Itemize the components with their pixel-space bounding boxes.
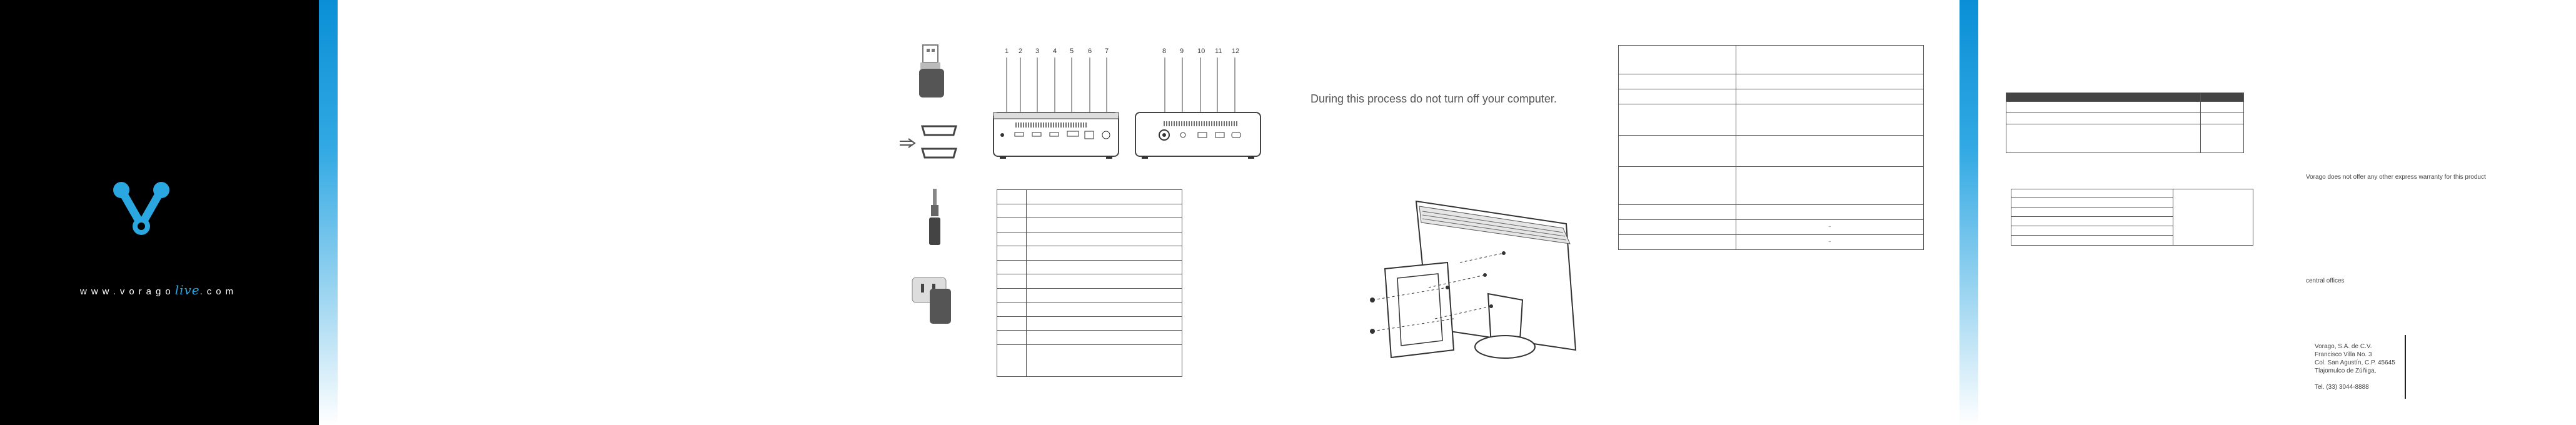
address-block: Vorago, S.A. de C.V. Francisco Villa No.… [2315,342,2395,391]
ports-description-table [997,189,1182,378]
port-number-11: 11 [1215,48,1222,55]
blue-gradient-strip-left [319,0,338,425]
device-back-view [1135,112,1261,159]
warranty-table-top [2006,92,2244,153]
warranty-table-bottom [2011,189,2253,246]
port-number-10: 10 [1197,48,1205,55]
url-prefix: www.vorago [80,286,175,297]
port-number-9: 9 [1180,48,1184,55]
port-number-8: 8 [1162,48,1167,55]
address-line: Tlajomulco de Zúñiga, [2315,368,2377,374]
vertical-divider [2405,335,2406,399]
blue-gradient-strip-right [1960,0,1978,425]
address-line: Vorago, S.A. de C.V. [2315,343,2372,350]
port-number-4: 4 [1053,48,1057,55]
address-line [2315,375,2395,383]
audio-jack-icon [929,189,940,245]
port-number-row: 1 2 3 4 5 6 7 8 9 10 11 12 [1000,48,1250,60]
cover-panel: www.voragolive.com [0,0,319,425]
address-line: Col. San Agustín, C.P. 45645 [2315,359,2395,366]
port-number-2: 2 [1019,48,1023,55]
port-number-5: 5 [1070,48,1074,55]
device-front-view [993,112,1119,159]
address-line: Francisco Villa No. 3 [2315,351,2372,358]
power-plug-icon [912,277,951,324]
central-offices-note: central offices [2306,278,2345,284]
usb-plug-icon [919,44,944,98]
website-url[interactable]: www.voragolive.com [80,282,238,298]
port-number-7: 7 [1105,48,1109,55]
warranty-note: Vorago does not offer any other express … [2306,174,2486,181]
port-number-3: 3 [1035,48,1040,55]
address-phone: Tel. (33) 3044-8888 [2315,384,2369,391]
port-number-6: 6 [1088,48,1092,55]
hdmi-connector-icon [900,125,957,159]
url-live: live [174,282,200,298]
port-number-1: 1 [1005,48,1009,55]
vesa-mount-illustration [1370,200,1577,359]
port-number-12: 12 [1232,48,1240,55]
vorago-logo-icon [113,182,169,235]
url-suffix: .com [199,286,238,297]
warning-text: During this process do not turn off your… [1311,92,1557,105]
specifications-table: ⇔ ⇔ [1618,45,1924,251]
